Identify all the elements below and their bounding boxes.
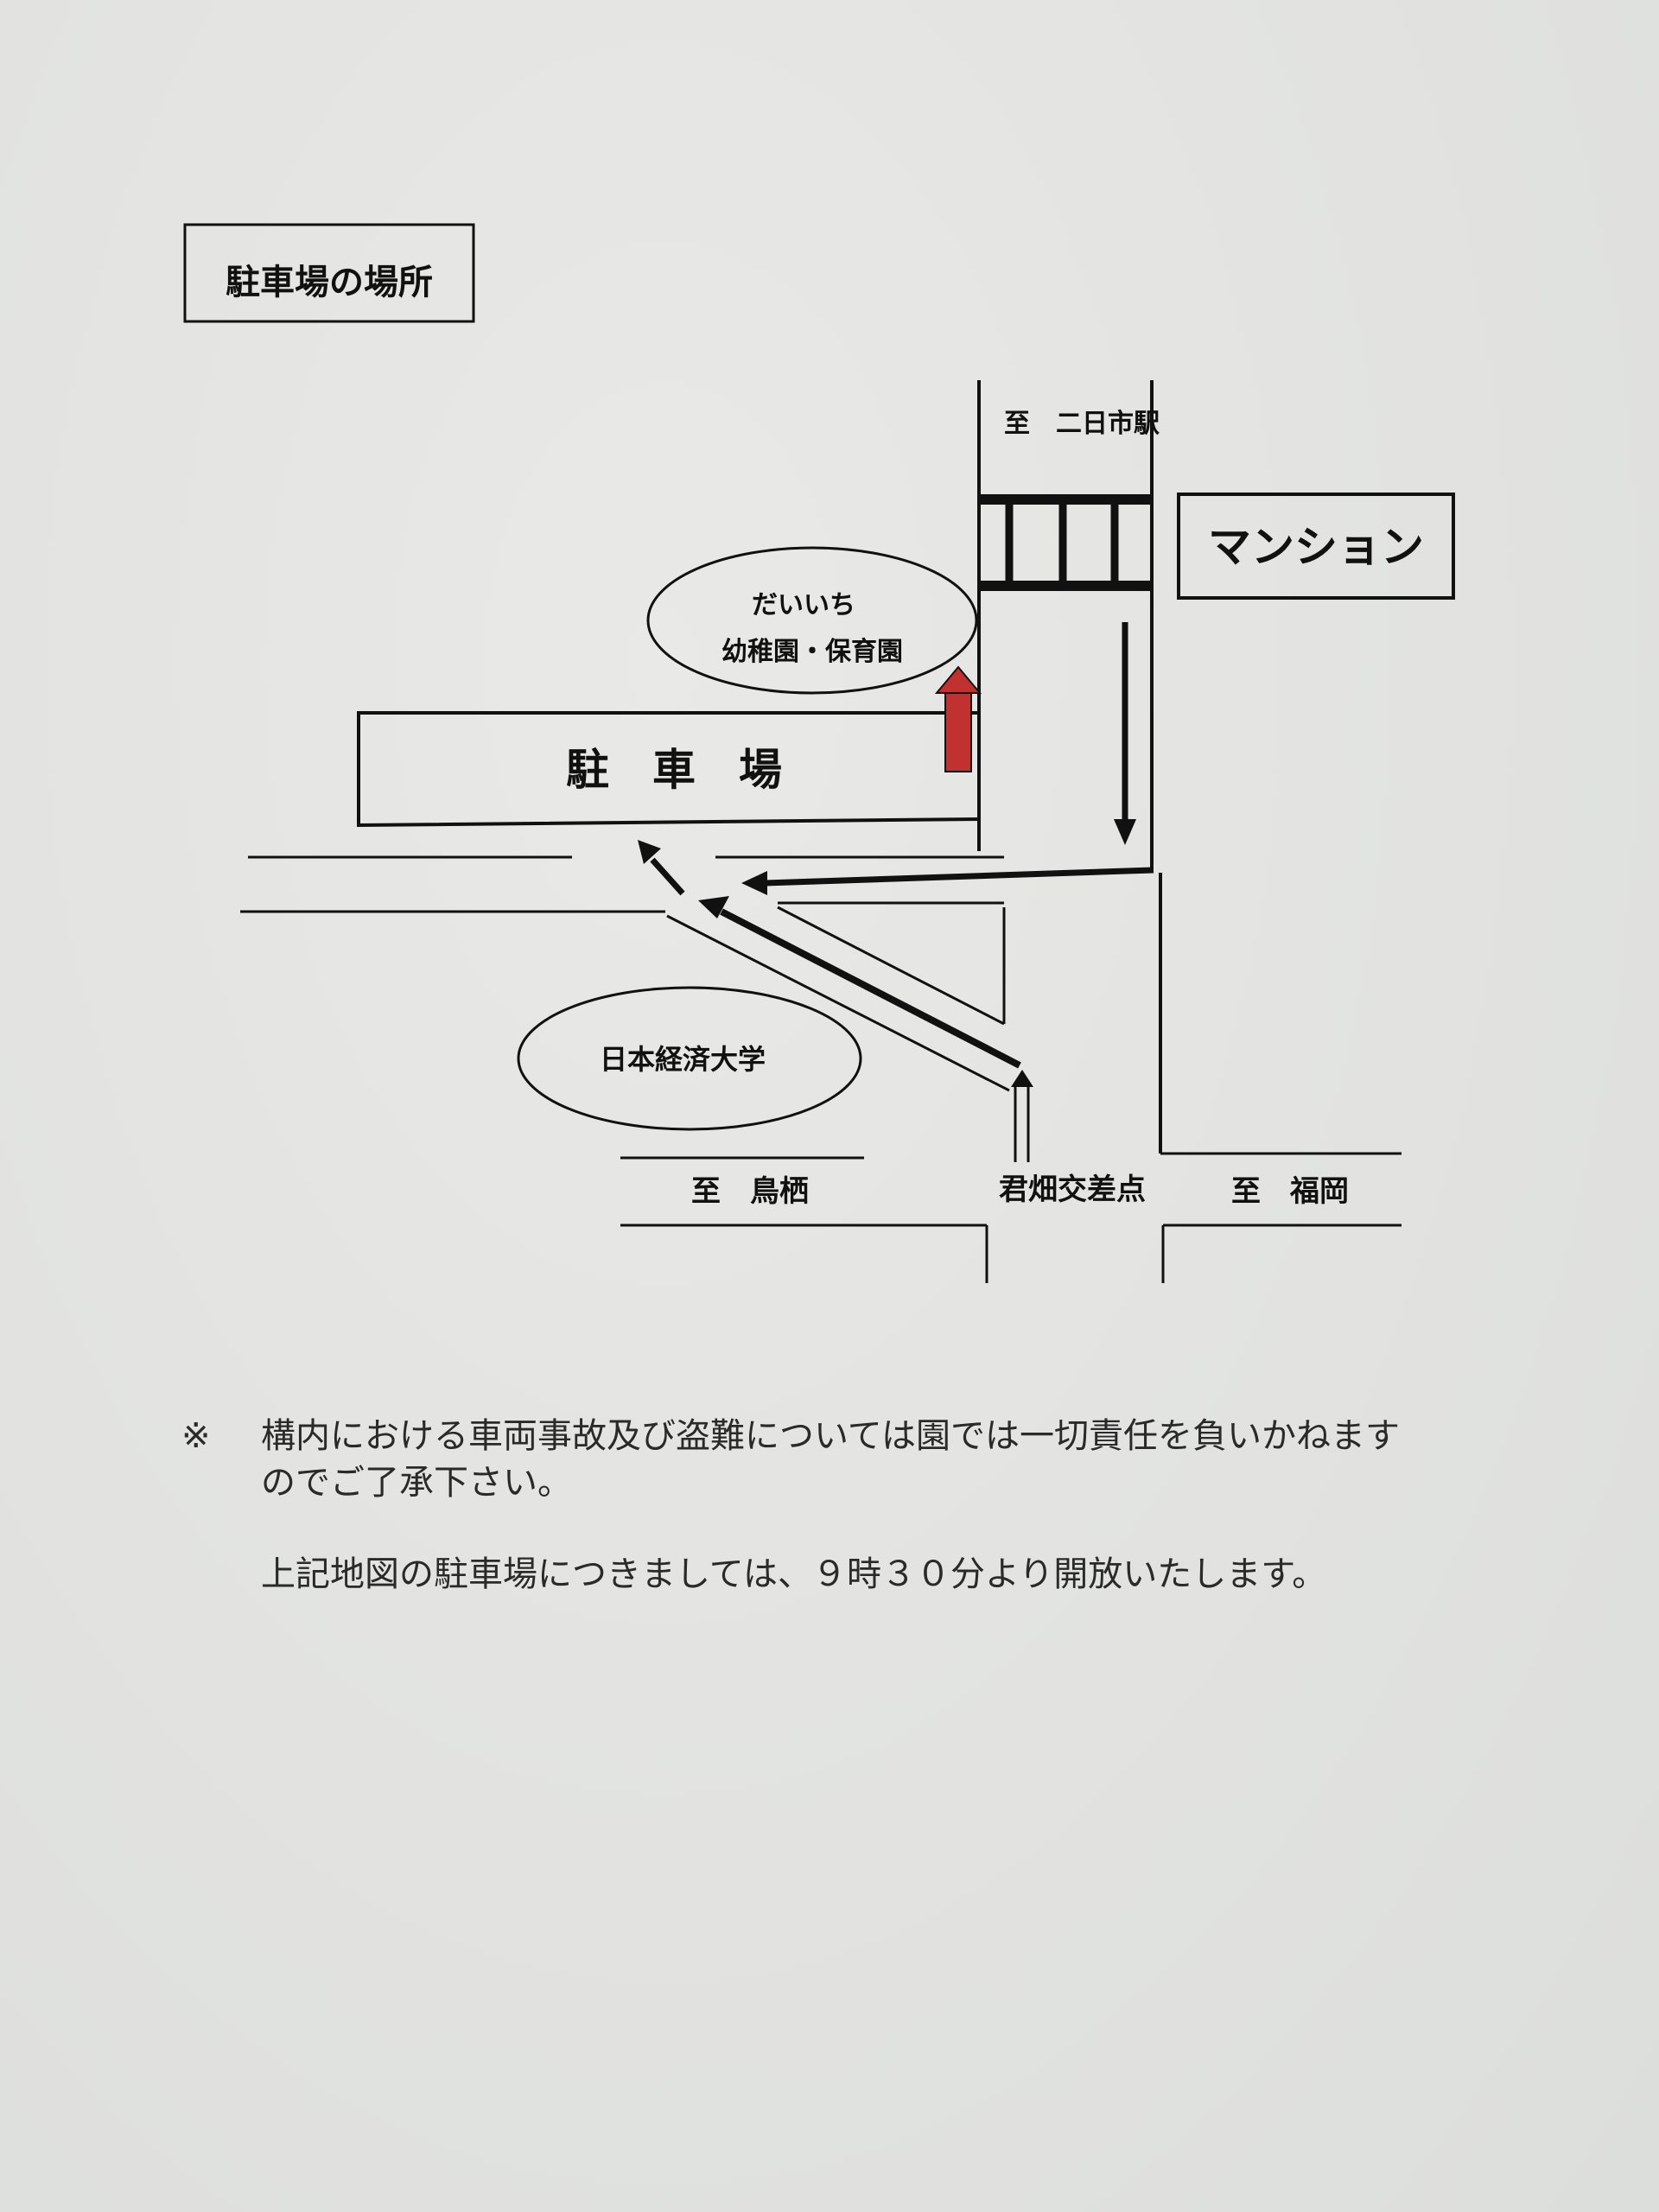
arrow-into-parking (650, 857, 685, 896)
title-text: 駐車場の場所 (226, 263, 433, 302)
note-line-2: のでご了承下さい。 (261, 1463, 572, 1503)
bottom-road (620, 1152, 1402, 1283)
station-road (977, 380, 1162, 1154)
intersection-label: 君畑交差点 (999, 1173, 1146, 1207)
main-road (240, 855, 1006, 1024)
arrow-left-along-road (764, 867, 1154, 887)
university-label: 日本経済大学 (600, 1043, 766, 1076)
tosu-direction-label: 至 鳥栖 (691, 1174, 809, 1209)
kindergarten-name: だいいち (752, 590, 855, 620)
note-mark: ※ (181, 1416, 211, 1456)
kindergarten-type: 幼稚園・保育園 (721, 637, 903, 667)
note-line-3: 上記地図の駐車場につきましては、９時３０分より開放いたします。 (261, 1554, 1327, 1594)
mansion-label: マンション (1208, 522, 1424, 572)
parking-lot-box: 駐 車 場 (357, 711, 980, 828)
title-box: 駐車場の場所 (183, 223, 475, 323)
parking-lot-label: 駐 車 場 (566, 745, 782, 795)
arrow-diagonal-up (720, 908, 1021, 1069)
fukuoka-direction-label: 至 福岡 (1231, 1174, 1349, 1209)
mansion-box: マンション (1177, 493, 1455, 600)
railway-crossing (979, 494, 1152, 591)
university-ellipse: 日本経済大学 (517, 986, 862, 1131)
station-direction-label: 至 二日市駅 (1004, 409, 1160, 439)
route-arrows (638, 622, 1154, 1162)
entrance-arrow-red (934, 665, 982, 772)
diagonal-road (666, 906, 1010, 1092)
note-line-1: 構内における車両事故及び盗難については園では一切責任を負いかねます (261, 1416, 1400, 1456)
kindergarten-ellipse: だいいち 幼稚園・保育園 (646, 546, 978, 695)
